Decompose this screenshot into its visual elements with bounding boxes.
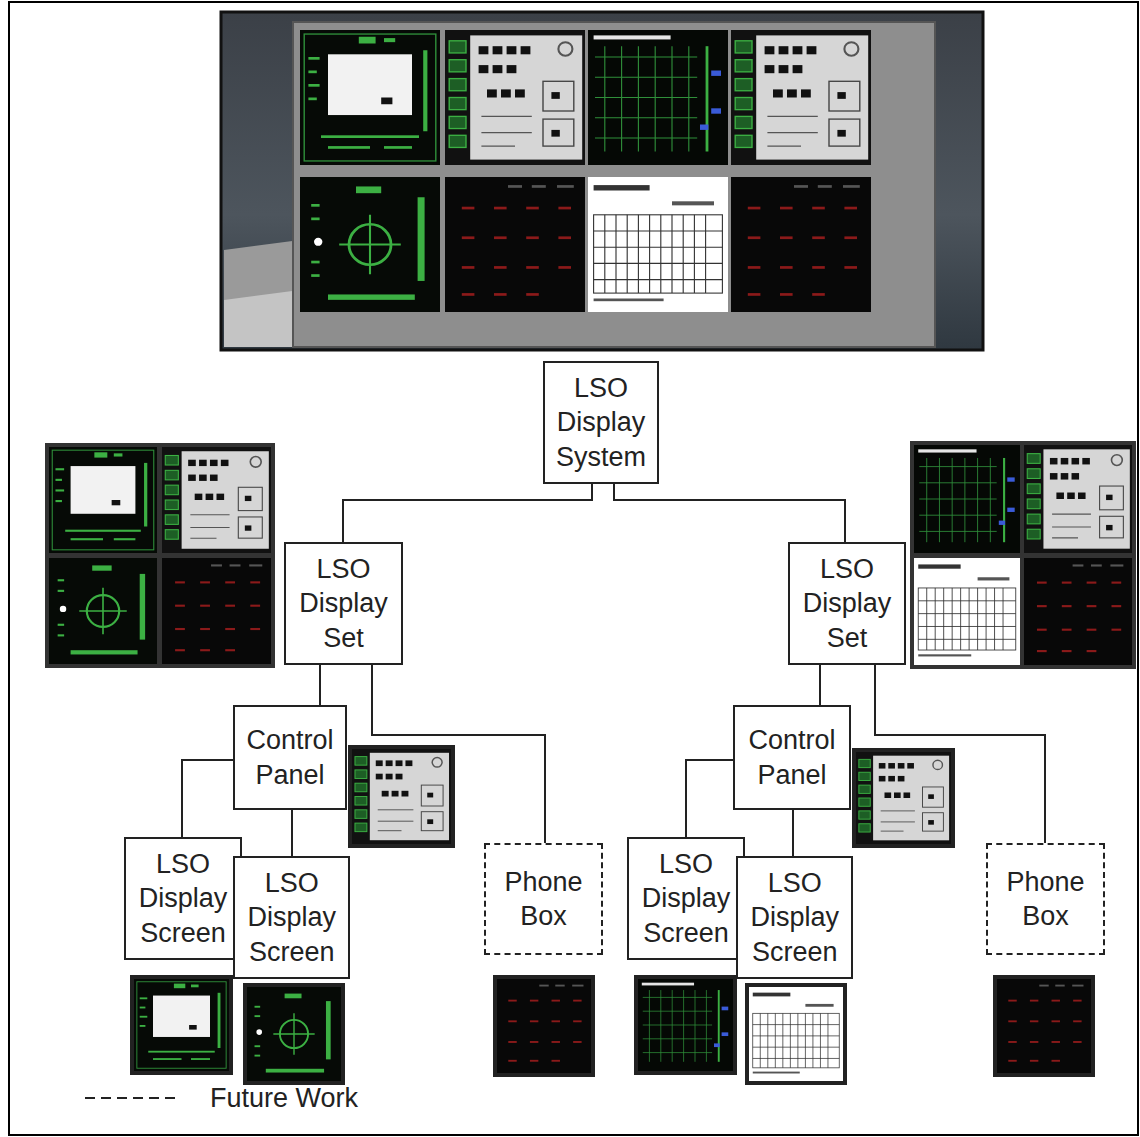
connector bbox=[291, 810, 293, 856]
control-panel-box: Control Panel bbox=[733, 705, 851, 810]
legend-text: Future Work bbox=[210, 1082, 358, 1114]
node-label: LSO Display Screen bbox=[751, 866, 840, 969]
node-label: LSO Display Screen bbox=[642, 847, 731, 950]
screen-box: LSO Display Screen bbox=[124, 837, 242, 960]
display-set-box: LSO Display Set bbox=[284, 542, 403, 665]
future-box: Phone Box bbox=[986, 843, 1105, 955]
connector bbox=[343, 484, 592, 542]
display-set-box: LSO Display Set bbox=[788, 542, 906, 665]
node-label: LSO Display Set bbox=[803, 552, 892, 655]
node-label: Control Panel bbox=[748, 723, 835, 792]
screen-box: LSO Display Screen bbox=[736, 856, 853, 979]
screen-box: LSO Display Screen bbox=[627, 837, 745, 960]
connector bbox=[792, 810, 794, 856]
node-label: LSO Display System bbox=[556, 371, 646, 474]
legend-sample bbox=[85, 1097, 180, 1099]
photo bbox=[221, 12, 983, 350]
connector bbox=[686, 760, 733, 837]
node-label: LSO Display Screen bbox=[248, 866, 337, 969]
node-label: Phone Box bbox=[1006, 865, 1084, 934]
node-label: Control Panel bbox=[246, 723, 333, 792]
system-box: LSO Display System bbox=[543, 361, 659, 484]
connector bbox=[819, 665, 821, 705]
figure-border bbox=[9, 2, 1138, 1135]
node-label: LSO Display Set bbox=[299, 552, 388, 655]
connector bbox=[614, 484, 845, 542]
control-panel-box: Control Panel bbox=[233, 705, 347, 810]
screen-box: LSO Display Screen bbox=[233, 856, 350, 979]
display-set-thumbnail bbox=[910, 441, 1136, 669]
future-box: Phone Box bbox=[484, 843, 603, 955]
node-label: LSO Display Screen bbox=[139, 847, 228, 950]
node-label: Phone Box bbox=[504, 865, 582, 934]
connector bbox=[875, 665, 1045, 843]
connector bbox=[372, 665, 545, 843]
connector bbox=[182, 760, 233, 837]
display-set-thumbnail bbox=[45, 443, 275, 668]
connector bbox=[319, 665, 321, 705]
